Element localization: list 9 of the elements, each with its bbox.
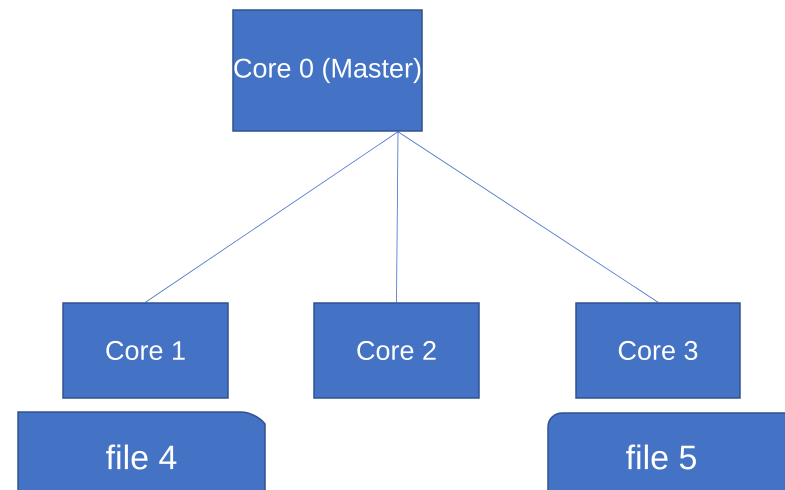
connector-line bbox=[398, 131, 658, 303]
connector-line bbox=[145, 131, 398, 303]
file-box: file 4 bbox=[17, 411, 266, 490]
connector-line bbox=[396, 131, 398, 303]
process-box: Core 1 bbox=[62, 302, 229, 399]
process-box: Core 0 (Master) bbox=[232, 9, 423, 132]
process-box: Core 2 bbox=[313, 302, 480, 399]
file-box: file 5 bbox=[547, 412, 785, 490]
process-box: Core 3 bbox=[575, 302, 741, 399]
